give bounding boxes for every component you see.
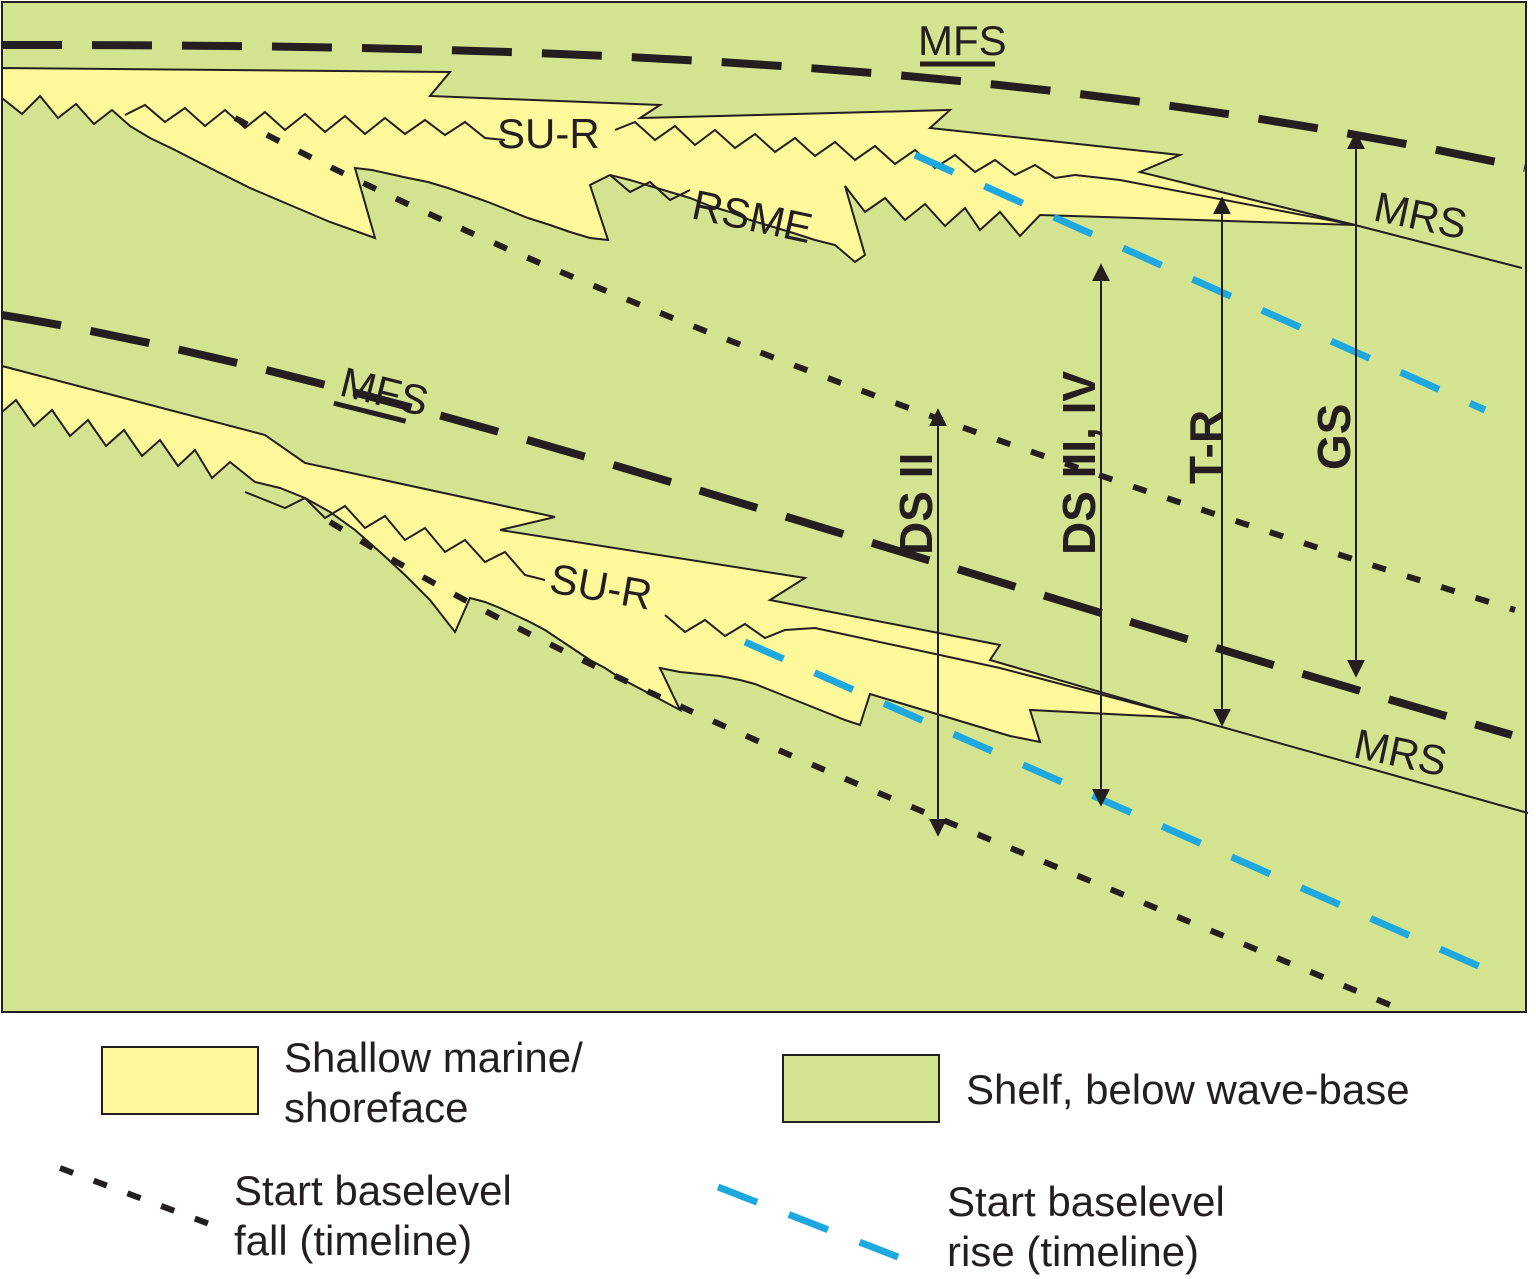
ds-ii-label: DS II: [890, 453, 942, 555]
lower-mrs-line: [1189, 717, 1529, 814]
legend-shoreface-text-1: Shallow marine/: [284, 1034, 583, 1081]
upper-sur-surface: [124, 103, 506, 141]
upper-mfs-label: MFS: [918, 17, 1007, 64]
upper-mrs-line: [1354, 224, 1523, 269]
legend-shoreface-swatch: [101, 1046, 259, 1115]
legend-fall-text-1: Start baselevel: [234, 1167, 512, 1214]
upper-mfs-line: [1, 41, 1526, 172]
legend-rise-swatch: [716, 1183, 900, 1261]
legend-shelf-swatch: [782, 1054, 940, 1123]
lower-sur-surface-east: [664, 614, 1191, 719]
lower-rise-timeline: [743, 638, 1494, 976]
lower-sur-surface: [244, 491, 546, 581]
upper-rsme-surface: [609, 174, 691, 202]
gs-label: GS: [1308, 404, 1360, 470]
upper-shoreface-wedge: [1, 66, 1356, 264]
lower-fall-timeline: [328, 519, 1392, 1008]
legend-shelf-text: Shelf, below wave-base: [966, 1066, 1410, 1113]
upper-rise-timeline: [913, 151, 1487, 414]
ds-iii-iv-label: DS III, IV: [1053, 371, 1105, 555]
lower-mfs-line: [1, 311, 1514, 739]
upper-sur-label: SU-R: [497, 110, 600, 157]
upper-sur-surface-east: [614, 120, 1356, 226]
legend-fall-text-2: fall (timeline): [234, 1217, 472, 1264]
legend-fall-swatch: [58, 1165, 214, 1228]
legend-shoreface-text-2: shoreface: [284, 1084, 468, 1131]
lower-shoreface-wedge: [0, 364, 1191, 744]
t-r-label: T-R: [1180, 410, 1232, 484]
lower-mfs-underline: [333, 400, 407, 424]
legend-rise-text-1: Start baselevel: [947, 1178, 1225, 1225]
legend-rise-text-2: rise (timeline): [947, 1228, 1199, 1275]
